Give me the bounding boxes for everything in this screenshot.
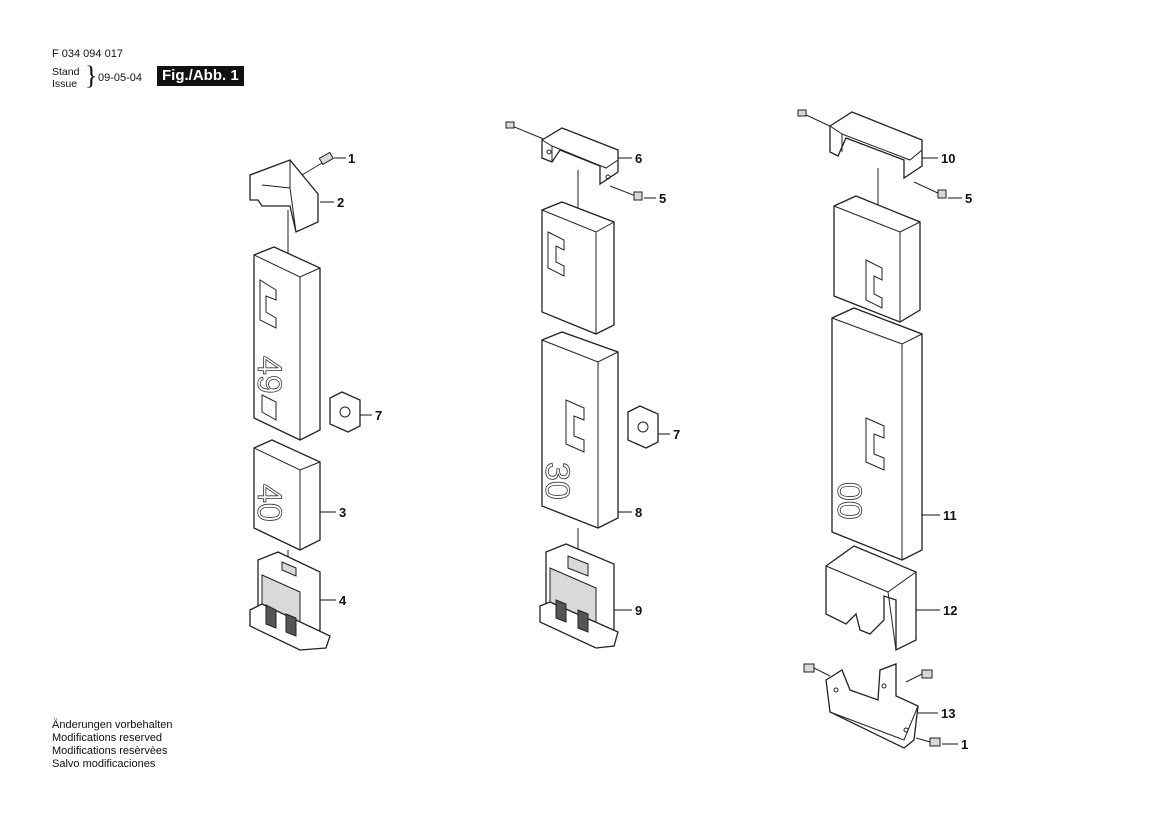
footer-line-de: Änderungen vorbehalten [52, 719, 173, 731]
foot-part-9 [539, 543, 619, 649]
stand-issue-label: Stand Issue [52, 66, 92, 90]
clip-part-7-a [329, 391, 361, 433]
callout-5-c: 5 [965, 191, 972, 206]
bracket-part-6 [541, 127, 619, 186]
end-cap-part-2 [249, 159, 319, 233]
scale-mark-a-top: 49 [250, 356, 288, 394]
scale-mark-a-mid: 40 [250, 484, 288, 522]
clip-part-7-b [627, 405, 659, 449]
pin-part-c-top [797, 109, 835, 129]
callout-2: 2 [337, 195, 344, 210]
callout-8: 8 [635, 505, 642, 520]
scale-tube-upper-a: 49 [250, 246, 321, 441]
footer-notes: Änderungen vorbehalten Modifications res… [52, 719, 172, 771]
cover-part-12 [825, 545, 917, 652]
scale-tube-upper-c [833, 195, 921, 323]
callout-1-bottom: 1 [961, 737, 968, 752]
screw-part-13-right [905, 669, 933, 683]
footer-line-en: Modifications reserved [52, 732, 163, 744]
issue-label: Issue [52, 78, 78, 90]
mounting-bracket-part-13 [825, 663, 919, 749]
callout-7-b: 7 [673, 427, 680, 442]
issue-date: 09-05-04 [98, 72, 143, 84]
callout-6: 6 [635, 151, 642, 166]
scale-tube-lower-c: 00 [830, 307, 923, 561]
callout-9: 9 [635, 603, 642, 618]
screw-part-1-top [301, 151, 334, 176]
scale-mark-b-mid: 30 [538, 462, 576, 500]
stand-label: Stand [52, 66, 80, 78]
scale-tube-lower-a: 40 [250, 439, 321, 551]
scale-tube-middle-b: 30 [538, 331, 619, 529]
callout-12: 12 [943, 603, 957, 618]
scale-tube-upper-b [541, 201, 615, 335]
callout-1-top: 1 [348, 151, 355, 166]
callout-10: 10 [941, 151, 955, 166]
scale-mark-c-mid: 00 [830, 482, 868, 520]
callout-3: 3 [339, 505, 346, 520]
callout-leaders [320, 157, 962, 745]
screw-part-1-bottom [915, 737, 941, 747]
callout-11: 11 [943, 508, 957, 523]
callout-7-a: 7 [375, 408, 382, 423]
pin-part-5-b [609, 185, 643, 201]
footer-line-es: Salvo modificaciones [52, 758, 156, 770]
pin-part-b-top [505, 121, 547, 141]
foot-part-4 [249, 551, 331, 651]
callout-13: 13 [941, 706, 955, 721]
callout-5-b: 5 [659, 191, 666, 206]
screw-part-13-left [803, 663, 831, 677]
footer-line-fr: Modifications resèrvèes [52, 745, 168, 757]
callout-4: 4 [339, 593, 347, 608]
doc-number: F 034 094 017 [52, 48, 123, 60]
bracket-part-10 [829, 111, 923, 180]
brace-icon: } [85, 61, 98, 90]
figure-label: Fig./Abb. 1 [157, 66, 244, 86]
pin-part-5-c [913, 181, 947, 199]
